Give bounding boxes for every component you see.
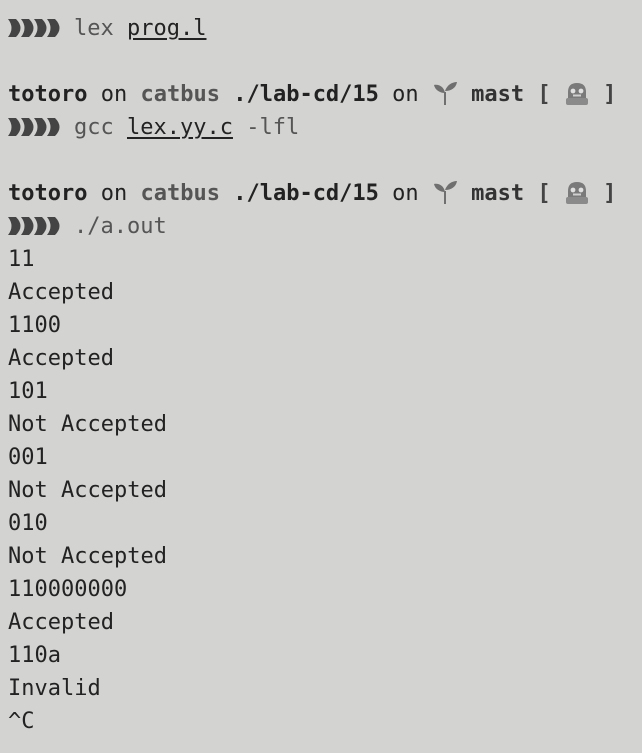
command-name: lex [74, 16, 114, 41]
output-text: Accepted [8, 610, 114, 635]
output-line: Not Accepted [8, 474, 642, 507]
output-text: Accepted [8, 346, 114, 371]
prompt-status-open: [ [537, 181, 551, 206]
output-text: 110000000 [8, 577, 128, 602]
prompt-status-close: ] [603, 181, 617, 206]
output-line: ^C [8, 705, 642, 738]
output-text: 11 [8, 247, 35, 272]
command-flag: -lfl [246, 115, 300, 140]
prompt-status-close: ] [603, 82, 617, 107]
prompt-status-open: [ [537, 82, 551, 107]
command-line: gcc lex.yy.c -lfl [8, 111, 642, 144]
prompt-on: on [392, 82, 419, 107]
output-text: 1100 [8, 313, 61, 338]
prompt-git-branch: mast [471, 82, 525, 107]
output-line: Not Accepted [8, 408, 642, 441]
command-line: ./a.out [8, 210, 642, 243]
output-line: Accepted [8, 342, 642, 375]
output-text: 101 [8, 379, 48, 404]
prompt-chevrons-icon [8, 217, 60, 235]
command-file-arg[interactable]: lex.yy.c [127, 115, 233, 140]
output-text: ^C [8, 709, 35, 734]
prompt-chevrons-icon [8, 118, 60, 136]
sprout-icon [433, 181, 457, 204]
output-text: 001 [8, 445, 48, 470]
output-line: 11 [8, 243, 642, 276]
output-line: Not Accepted [8, 540, 642, 573]
prompt-user: totoro [8, 181, 88, 206]
prompt-chevrons-icon [8, 19, 60, 37]
output-text: Not Accepted [8, 544, 167, 569]
prompt-path: ./lab-cd/15 [233, 82, 379, 107]
robot-face-icon [565, 83, 588, 105]
blank-line [8, 144, 642, 177]
shell-prompt: totoro on catbus ./lab-cd/15 on mast [ ] [8, 177, 642, 210]
robot-face-icon [565, 182, 588, 204]
output-line: 101 [8, 375, 642, 408]
output-line: 1100 [8, 309, 642, 342]
command-name: ./a.out [74, 214, 167, 239]
output-line: Accepted [8, 606, 642, 639]
output-text: Not Accepted [8, 412, 167, 437]
prompt-on: on [100, 181, 128, 206]
output-text: 010 [8, 511, 48, 536]
shell-prompt: totoro on catbus ./lab-cd/15 on mast [ ] [8, 78, 642, 111]
command-line: lex prog.l [8, 12, 642, 45]
sprout-icon [433, 82, 457, 105]
output-line: 110a [8, 639, 642, 672]
output-text: Invalid [8, 676, 101, 701]
prompt-user: totoro [8, 82, 88, 107]
command-file-arg[interactable]: prog.l [127, 16, 207, 41]
command-name: gcc [74, 115, 114, 140]
output-line: Accepted [8, 276, 642, 309]
prompt-path: ./lab-cd/15 [233, 181, 379, 206]
output-text: Accepted [8, 280, 114, 305]
prompt-host: catbus [140, 82, 220, 107]
prompt-host: catbus [140, 181, 220, 206]
prompt-on: on [392, 181, 419, 206]
prompt-on: on [100, 82, 128, 107]
output-text: 110a [8, 643, 61, 668]
output-line: 010 [8, 507, 642, 540]
output-text: Not Accepted [8, 478, 167, 503]
prompt-git-branch: mast [471, 181, 525, 206]
output-line: Invalid [8, 672, 642, 705]
output-line: 001 [8, 441, 642, 474]
output-line: 110000000 [8, 573, 642, 606]
blank-line [8, 45, 642, 78]
